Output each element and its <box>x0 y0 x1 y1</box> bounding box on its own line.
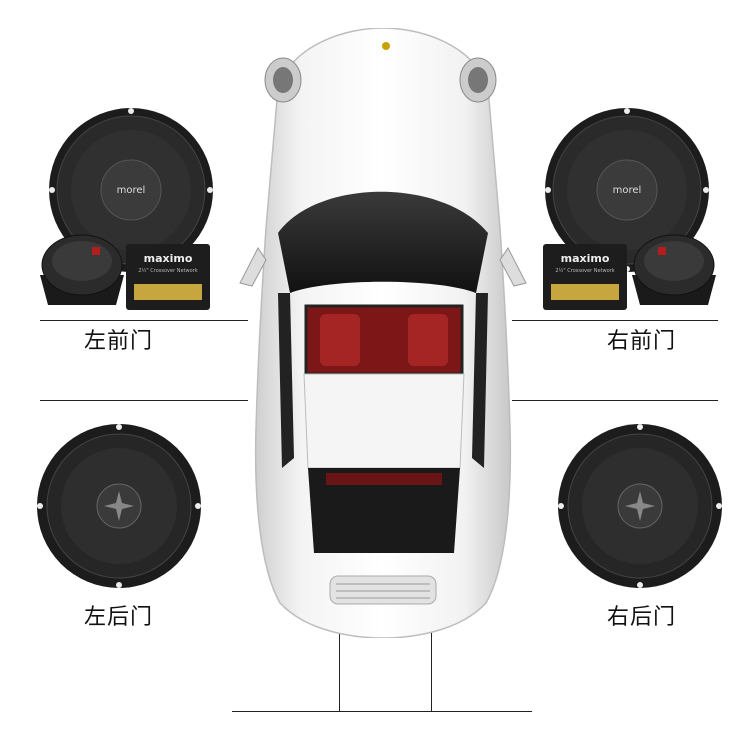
front-right-label: 右前门 <box>607 329 677 354</box>
speaker-brand-text: morel <box>117 185 146 196</box>
rear-right-line <box>512 400 718 401</box>
front-left-speaker: morel <box>49 108 213 272</box>
crossover-caption: 2½" Crossover Network <box>555 267 614 274</box>
rear-left-line <box>40 400 248 401</box>
bottom-line <box>232 711 532 712</box>
bottom-vertical-left <box>339 600 340 711</box>
front-left-crossover: maximo 2½" Crossover Network <box>126 244 210 310</box>
rear-left-speaker <box>37 424 201 588</box>
front-right-crossover: maximo 2½" Crossover Network <box>543 244 627 310</box>
front-right-speaker: morel <box>545 108 709 272</box>
front-left-tweeter <box>40 234 124 305</box>
crossover-brand-text: maximo <box>561 252 610 265</box>
speaker-brand-text: morel <box>613 185 642 196</box>
crossover-brand-text: maximo <box>144 252 193 265</box>
front-right-tweeter <box>632 234 716 305</box>
car-top-view <box>239 28 527 638</box>
front-left-line <box>40 320 248 321</box>
crossover-caption: 2½" Crossover Network <box>138 267 197 274</box>
rear-right-speaker <box>558 424 722 588</box>
rear-right-label: 右后门 <box>607 605 677 630</box>
bottom-vertical-right <box>431 600 432 711</box>
rear-left-label: 左后门 <box>84 605 154 630</box>
front-left-label: 左前门 <box>84 329 154 354</box>
front-right-line <box>512 320 718 321</box>
